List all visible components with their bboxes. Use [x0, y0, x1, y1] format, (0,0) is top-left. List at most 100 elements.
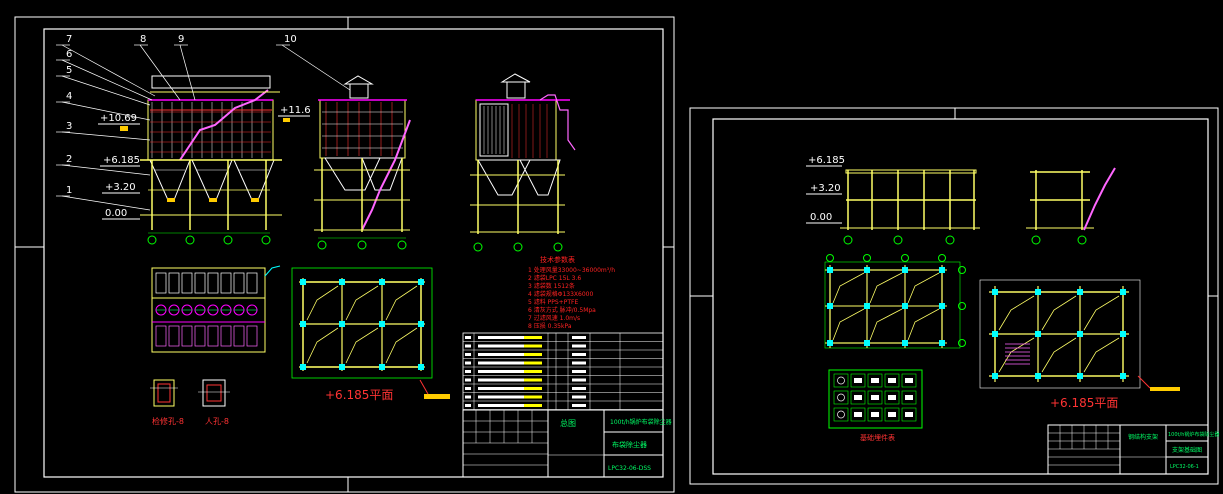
frame-front-top-beam	[845, 169, 977, 174]
support-frame-side	[1026, 167, 1116, 245]
embed-cell	[850, 390, 866, 405]
front-casing	[147, 99, 274, 161]
embed-cell	[867, 373, 883, 388]
plan-cell	[207, 325, 219, 347]
foundation-column	[902, 303, 908, 309]
platform2-column	[992, 289, 998, 295]
plan-valve-row	[155, 304, 258, 316]
parts-row-index	[465, 387, 471, 390]
foundation-plan	[824, 254, 966, 349]
plan-cell	[246, 325, 258, 347]
title-block-2-drawing: 支架基础图	[1172, 446, 1202, 454]
foundation-axis-top	[901, 254, 909, 262]
detail-1-outline	[153, 379, 175, 407]
platform2-column	[1120, 289, 1126, 295]
embed-cell	[901, 390, 917, 405]
note-line: 3 滤袋数 1512条	[528, 282, 575, 290]
front-axis-bubble	[147, 235, 157, 245]
parts-row-material	[572, 370, 586, 373]
elev-marker-116	[283, 118, 290, 122]
platform-column	[300, 279, 306, 285]
leader-line	[61, 59, 153, 101]
leader-line	[61, 44, 156, 97]
plan-window	[181, 272, 193, 294]
embed-cell	[901, 407, 917, 422]
parts-row-material	[572, 387, 586, 390]
foundation-brace	[869, 272, 903, 304]
platform-plan-label: +6.185平面	[325, 388, 393, 402]
foundation-column	[902, 267, 908, 273]
embed-cell-text	[905, 378, 913, 383]
embedded-table-frame	[828, 369, 923, 429]
platform-plan-2-dim-box	[979, 279, 1141, 389]
platform-brace	[385, 285, 418, 321]
platform2-column	[1035, 373, 1041, 379]
note-line: 6 清灰方式 脉冲/0.5Mpa	[528, 306, 596, 314]
foundation-column	[864, 303, 870, 309]
rear-access-door	[479, 103, 509, 157]
parts-row-qty-bar	[524, 370, 542, 373]
embed-cell	[884, 407, 900, 422]
front-hopper	[149, 159, 191, 201]
platform-column	[418, 364, 424, 370]
plan-cell	[155, 325, 167, 347]
front-hoppers	[149, 159, 275, 202]
platform2-brace	[1083, 337, 1120, 373]
platform2-column	[1077, 289, 1083, 295]
title-block-2-revision-grid	[1048, 425, 1166, 466]
plan-window	[233, 272, 245, 294]
platform2-brace	[1041, 337, 1077, 373]
embed-cell-symbol	[837, 410, 845, 419]
front-hopper	[191, 159, 233, 201]
embed-cell	[833, 390, 849, 405]
foundation-axis-right	[958, 266, 966, 274]
front-support-legs	[148, 160, 270, 230]
parts-row-material	[572, 404, 586, 407]
platform2-column	[1035, 289, 1041, 295]
embed-cell	[884, 373, 900, 388]
leader-number: 10	[284, 34, 297, 45]
foundation-brace	[869, 308, 903, 341]
parts-row-index	[465, 395, 471, 399]
parts-row-material	[572, 378, 586, 382]
platform-column	[339, 364, 345, 370]
side-stair	[361, 119, 411, 231]
plan-window	[207, 272, 219, 294]
foundation-column	[827, 340, 833, 346]
embed-cell-symbol	[837, 393, 845, 402]
platform-column	[418, 279, 424, 285]
embed-cell	[884, 390, 900, 405]
leader-number: 5	[66, 65, 72, 76]
elev-mark-6185: +6.185	[103, 155, 140, 166]
platform-brace	[306, 285, 339, 321]
platform-column	[339, 321, 345, 327]
frame-side-axis-2	[1077, 235, 1087, 245]
platform-column	[379, 321, 385, 327]
technical-notes: 技术参数表 1 处理风量33000~36000m³/h2 滤袋LPC 15L 3…	[528, 255, 615, 330]
title-block-1-frame	[462, 409, 664, 478]
platform-plan-2: +6.185平面	[979, 279, 1180, 410]
notes-list: 1 处理风量33000~36000m³/h2 滤袋LPC 15L 3.63 滤袋…	[528, 266, 615, 330]
front-hopper-outlet	[209, 198, 217, 202]
platform2-column	[1077, 331, 1083, 337]
side-axis-3	[397, 240, 407, 250]
side-bag-grid	[322, 102, 403, 156]
embed-cell-text	[854, 395, 862, 400]
rear-door-stripes	[483, 104, 548, 158]
embed-cell-text	[905, 395, 913, 400]
parts-row-qty-bar	[524, 353, 542, 356]
parts-row-qty-bar	[524, 344, 542, 348]
embed-cell	[833, 407, 849, 422]
parts-row-material	[572, 395, 586, 399]
rear-elevation	[470, 73, 576, 252]
embed-cell	[850, 373, 866, 388]
foundation-brace	[907, 308, 940, 341]
platform-column	[300, 364, 306, 370]
frame-side-axis-1	[1031, 235, 1041, 245]
frame-front-axis	[843, 235, 853, 245]
platform-brace	[306, 327, 339, 364]
parts-list-table	[462, 332, 664, 411]
